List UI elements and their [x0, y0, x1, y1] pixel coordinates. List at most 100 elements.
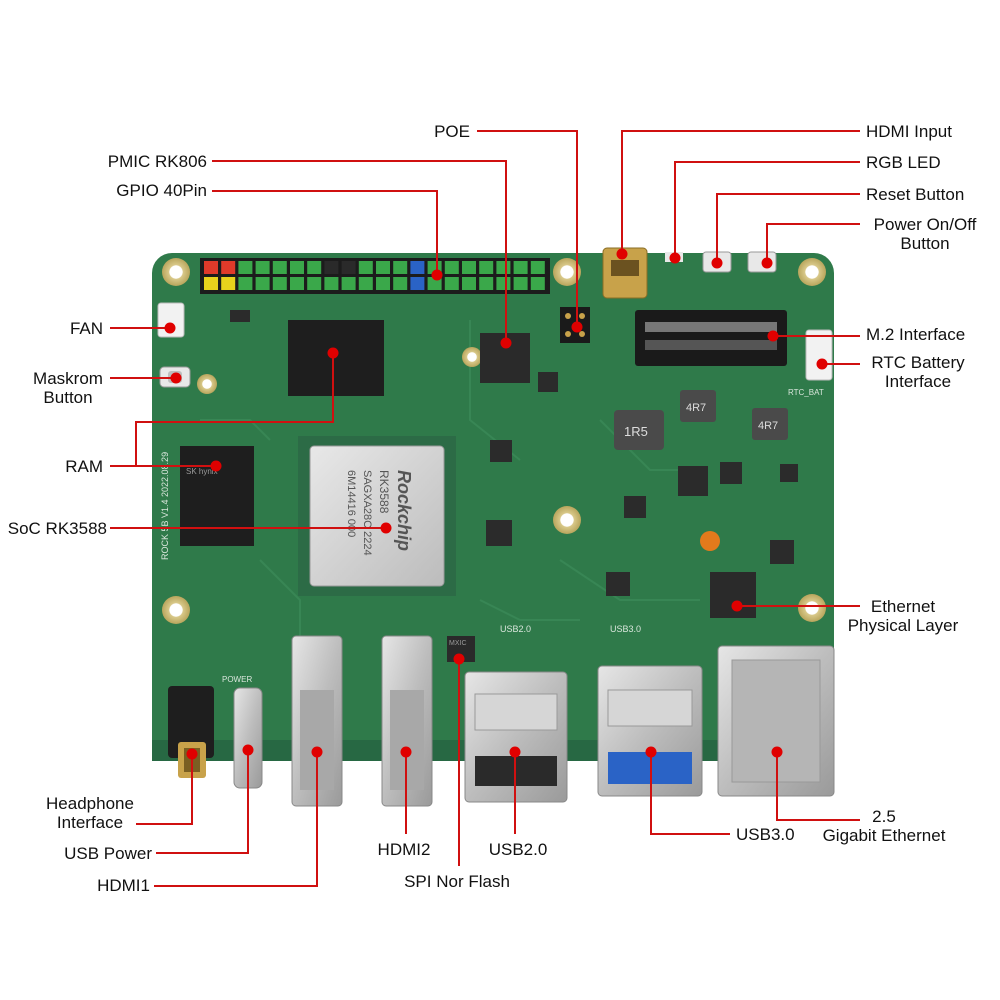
label-m2: M.2 Interface — [866, 325, 966, 344]
gpio-pin — [324, 277, 339, 290]
leader-dot — [816, 358, 828, 370]
label-usb2: USB2.0 — [488, 840, 548, 859]
gpio-pin — [410, 261, 425, 274]
silk-powr: POWER — [222, 675, 252, 684]
inductor-3-text: 4R7 — [758, 420, 778, 432]
leader-dot — [453, 653, 465, 665]
gpio-pin — [496, 261, 511, 274]
gpio-pin — [238, 261, 253, 274]
leader-dot — [731, 600, 743, 612]
gpio-pin — [272, 277, 287, 290]
m2-slot — [635, 310, 787, 366]
label-ram: RAM — [65, 457, 103, 476]
leader-dot — [761, 257, 773, 269]
gpio-pin — [513, 261, 528, 274]
leader-power — [766, 223, 860, 263]
leader-dot — [186, 748, 198, 760]
leader-gpio — [212, 190, 438, 275]
leader-dot — [645, 746, 657, 758]
leader-hdmi-input — [621, 130, 860, 254]
gpio-pin — [290, 277, 304, 290]
ram-brand-text: SK hynix — [186, 467, 218, 476]
inductor-1-text: 1R5 — [624, 424, 648, 439]
inductor-1 — [614, 410, 664, 450]
leader-dot — [400, 746, 412, 758]
gpio-pin — [479, 277, 494, 290]
gpio-pin — [358, 277, 373, 290]
leader-dot — [164, 322, 176, 334]
gpio-pin — [444, 261, 459, 274]
soc-line3-text: 6M14416 000 — [345, 470, 357, 537]
gpio-pin — [221, 277, 236, 290]
gpio-pin — [496, 277, 511, 290]
leader-rgb-led — [674, 161, 860, 258]
soc-line2-text: SAGXA28C 2224 — [361, 470, 373, 556]
leader-dot — [616, 248, 628, 260]
gpio-pin — [204, 277, 218, 290]
leader-dot — [711, 257, 723, 269]
label-gpio: GPIO 40Pin — [116, 181, 207, 200]
silk-usb3: USB3.0 — [610, 624, 641, 634]
leader-dots — [164, 248, 828, 760]
leader-dot — [767, 330, 779, 342]
gpio-pin — [221, 261, 236, 274]
label-rgb-led: RGB LED — [866, 153, 941, 172]
gpio-header — [200, 258, 550, 294]
ram-chip-top — [288, 320, 384, 396]
soc-brand-text: Rockchip — [394, 470, 414, 551]
leader-dot — [210, 460, 222, 472]
soc-model-text: RK3588 — [377, 470, 391, 514]
leader-dot — [431, 269, 443, 281]
gpio-pin — [255, 277, 270, 290]
board-marking-text: ROCK 5B V1.4 2022.08.29 — [160, 452, 170, 560]
leader-usb-power — [156, 750, 249, 854]
gpio-pin — [341, 277, 356, 290]
label-pmic: PMIC RK806 — [107, 152, 207, 171]
label-soc: SoC RK3588 — [7, 519, 107, 538]
label-reset-button: Reset Button — [866, 185, 965, 204]
leader-dot — [170, 372, 182, 384]
gpio-pin — [341, 261, 356, 274]
leader-reset — [716, 193, 860, 263]
leader-dot — [311, 746, 323, 758]
gpio-pin — [324, 261, 339, 274]
gpio-pin — [393, 261, 408, 274]
leader-usb3 — [650, 752, 730, 835]
silk-usb2: USB2.0 — [500, 624, 531, 634]
leader-ram — [110, 353, 334, 467]
gpio-pin — [444, 277, 459, 290]
label-usb-power: USB Power — [64, 844, 152, 863]
label-spi: SPI Nor Flash — [404, 872, 510, 891]
leader-poe — [477, 130, 578, 327]
mounting-holes — [162, 258, 826, 624]
silk-rtc: RTC_BAT — [788, 388, 824, 397]
leader-dot — [771, 746, 783, 758]
gpio-pin — [530, 277, 545, 290]
gpio-pin — [376, 261, 390, 274]
leader-dot — [571, 321, 583, 333]
leader-dot — [669, 252, 681, 264]
gpio-pin — [376, 277, 390, 290]
leader-dot — [242, 744, 254, 756]
leader-lines — [110, 130, 860, 887]
leader-dot — [500, 337, 512, 349]
label-hdmi1: HDMI1 — [97, 876, 150, 895]
gpio-pin — [255, 261, 270, 274]
leader-dot — [509, 746, 521, 758]
soc-heatspreader — [309, 445, 445, 587]
rtc-connector — [805, 329, 833, 381]
gpio-pin — [204, 261, 218, 274]
leader-headphone — [136, 754, 193, 825]
gpio-pin — [530, 261, 545, 274]
leader-pmic — [212, 160, 507, 343]
label-usb3: USB3.0 — [736, 825, 795, 844]
gpio-pin — [513, 277, 528, 290]
leader-dot — [327, 347, 339, 359]
inductor-2 — [680, 390, 716, 422]
gpio-pin — [393, 277, 408, 290]
orange-standoff — [700, 531, 720, 551]
